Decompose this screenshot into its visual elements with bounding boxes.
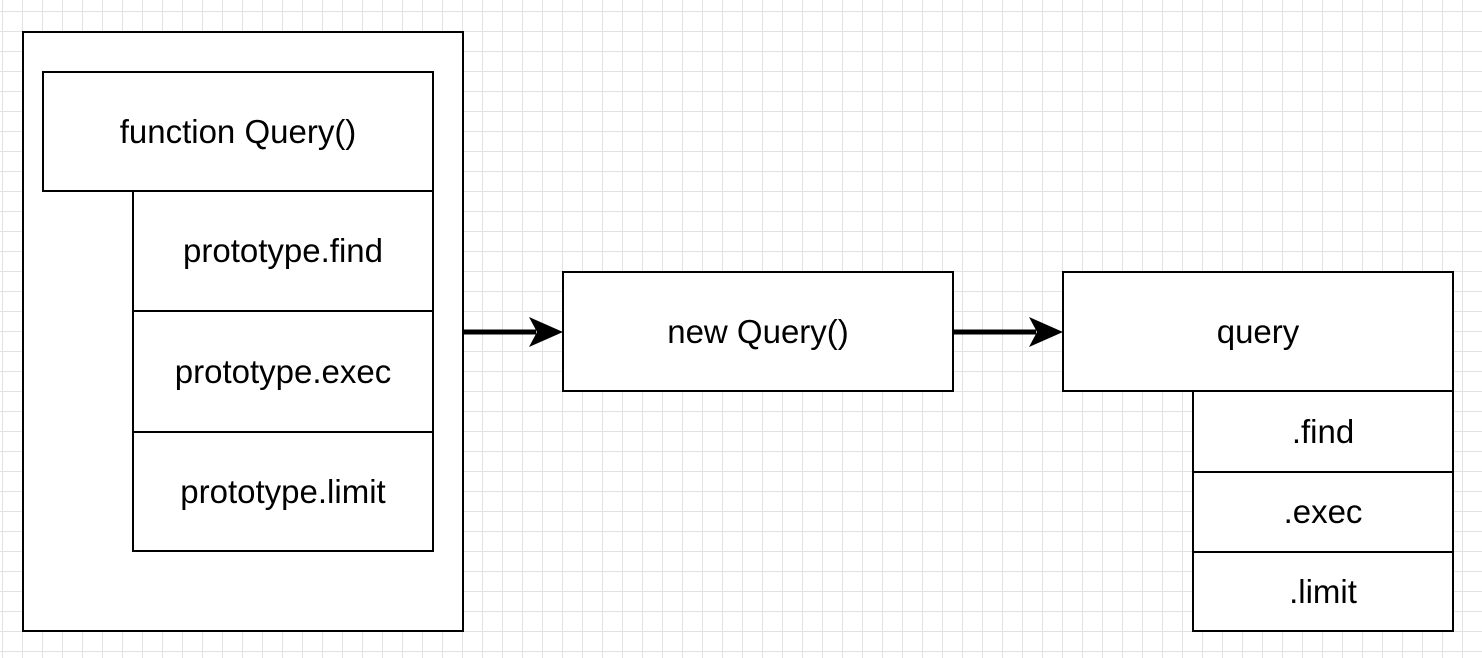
prototype-limit-label: prototype.limit	[180, 472, 386, 510]
query-instance-label: query	[1216, 312, 1300, 350]
arrow-constructor-to-new	[464, 317, 563, 347]
new-query-box: new Query()	[562, 271, 954, 392]
prototype-find-box: prototype.find	[132, 190, 434, 312]
arrow-new-to-instance	[954, 317, 1063, 347]
instance-exec-label: .exec	[1283, 493, 1363, 530]
prototype-find-label: prototype.find	[183, 232, 383, 269]
instance-limit-label: .limit	[1289, 572, 1357, 610]
function-query-box: function Query()	[42, 71, 434, 192]
prototype-exec-label: prototype.exec	[174, 352, 392, 390]
prototype-limit-box: prototype.limit	[132, 431, 434, 552]
new-query-label: new Query()	[667, 312, 849, 350]
instance-find-label: .find	[1291, 412, 1355, 450]
function-query-label: function Query()	[119, 112, 357, 150]
instance-limit-box: .limit	[1192, 551, 1454, 632]
instance-exec-box: .exec	[1192, 471, 1454, 553]
